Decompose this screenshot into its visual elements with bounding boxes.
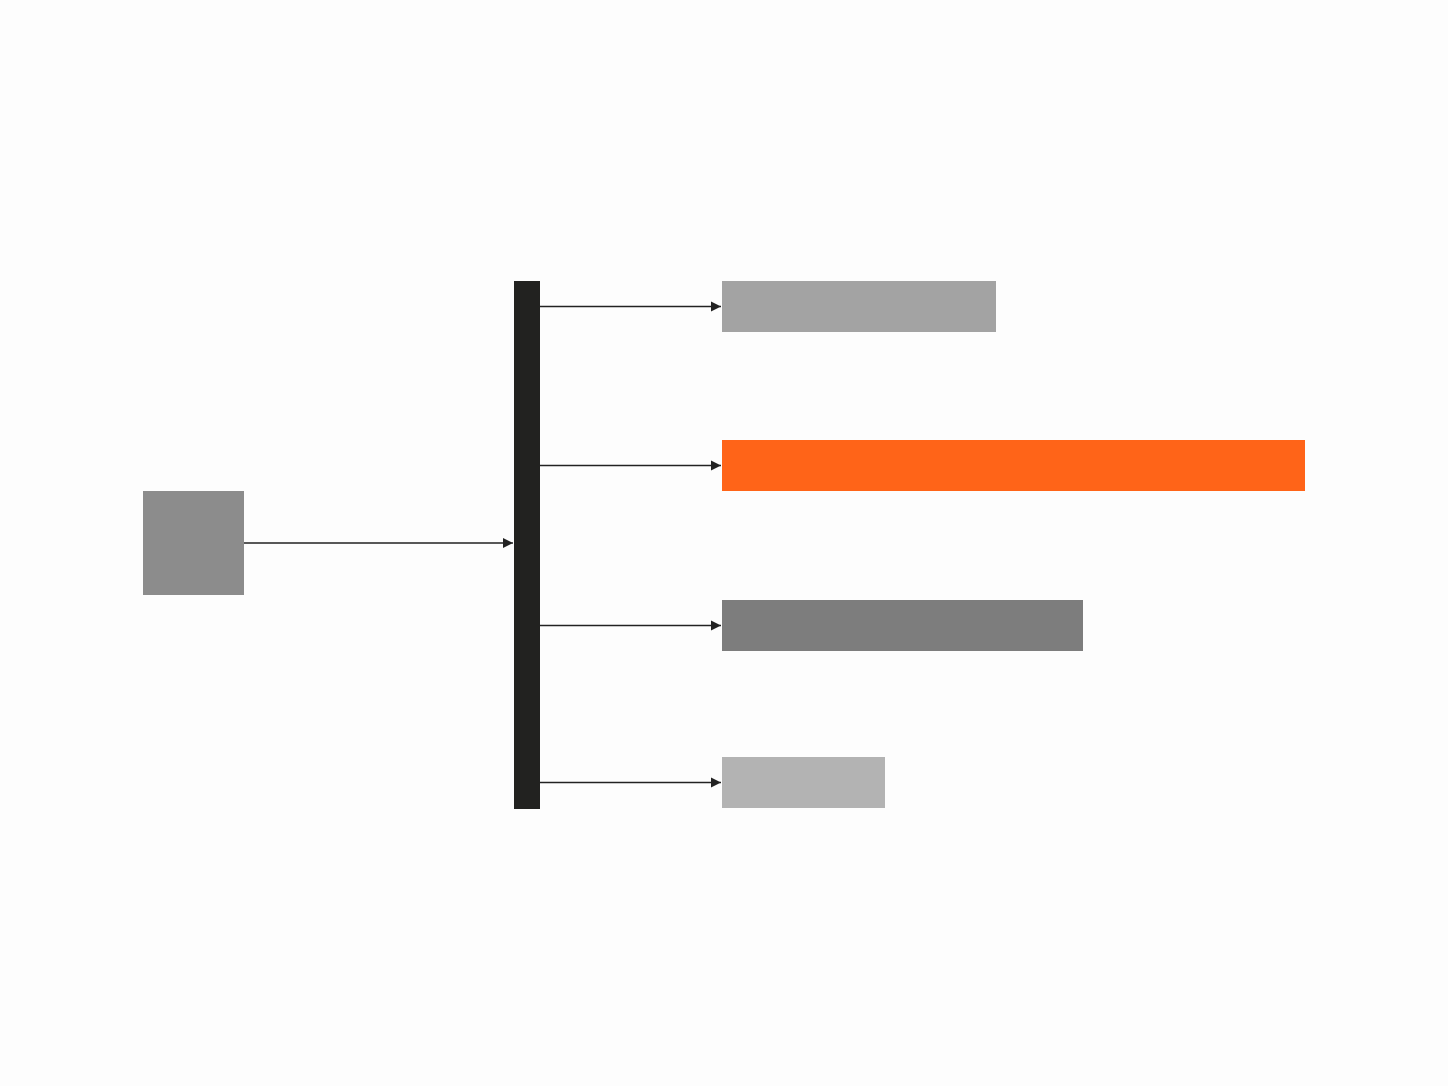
branch-2-bar-highlighted <box>722 440 1305 491</box>
branch-3-bar <box>722 600 1083 651</box>
branch-group <box>540 281 1305 808</box>
distribution-bus <box>514 281 540 809</box>
branch-1-bar <box>722 281 996 332</box>
source-node <box>143 491 244 595</box>
branch-4-bar <box>722 757 885 808</box>
